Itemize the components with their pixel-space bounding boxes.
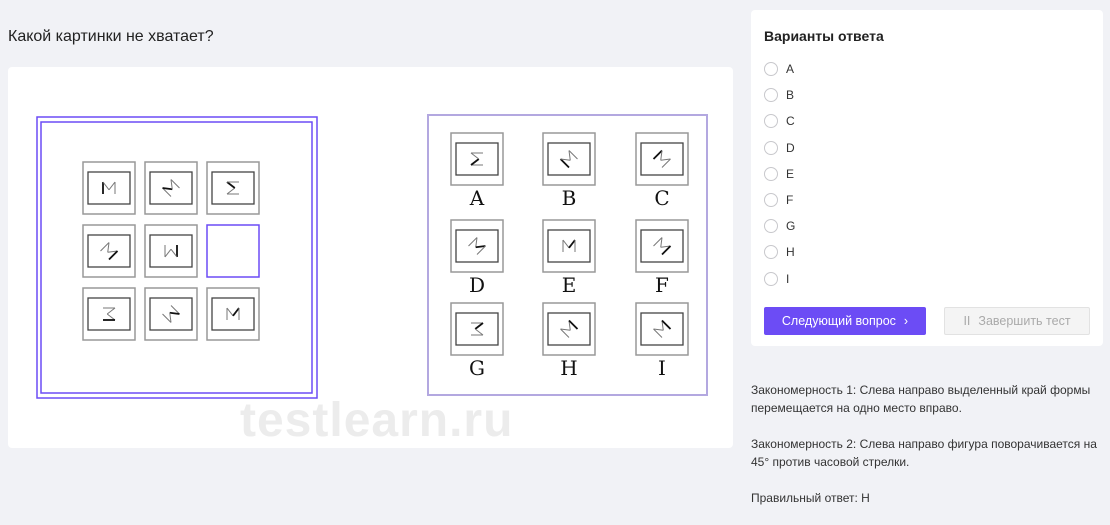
zigzag-shape [226, 181, 239, 195]
pause-icon: II [963, 314, 971, 328]
puzzle-cell [82, 161, 136, 215]
answer-option-i[interactable]: I [764, 266, 1090, 292]
answer-cell [450, 302, 504, 356]
puzzle-figure: A B C D E F G H I [36, 114, 708, 399]
zigzag-shape [226, 307, 240, 320]
answer-cell-label: I [658, 356, 666, 380]
correct-answer: Правильный ответ: H [751, 491, 870, 505]
puzzle-cell [206, 287, 260, 341]
answer-cell [635, 219, 689, 273]
option-label: H [786, 245, 795, 260]
zigzag-shape [653, 237, 672, 256]
answer-cell [542, 132, 596, 186]
answer-option-d[interactable]: D [764, 135, 1090, 161]
zigzag-shape [559, 150, 578, 169]
radio-icon[interactable] [764, 245, 778, 260]
answer-cell-label: C [654, 186, 669, 210]
zigzag-shape [652, 149, 671, 168]
puzzle-outer-frame [36, 116, 318, 399]
question-title: Какой картинки не хватает? [8, 28, 214, 45]
answer-cell-label: D [469, 273, 485, 297]
puzzle-inner-frame [40, 121, 313, 394]
answer-option-c[interactable]: C [764, 108, 1090, 134]
radio-icon[interactable] [764, 62, 778, 77]
radio-icon[interactable] [764, 193, 778, 208]
zigzag-shape [103, 307, 116, 321]
zigzag-shape [100, 242, 119, 261]
answer-option-f[interactable]: F [764, 187, 1090, 213]
answers-title: Варианты ответа [764, 28, 884, 44]
finish-label: Завершить тест [978, 314, 1071, 328]
option-label: G [786, 219, 796, 234]
puzzle-cell [82, 287, 136, 341]
zigzag-shape [164, 245, 178, 258]
option-label: F [786, 193, 794, 208]
radio-icon[interactable] [764, 114, 778, 129]
puzzle-cell [144, 224, 198, 278]
zigzag-shape [468, 237, 486, 255]
answer-option-g[interactable]: G [764, 213, 1090, 239]
next-question-button[interactable]: Следующий вопрос › [764, 307, 926, 335]
zigzag-shape [102, 181, 116, 194]
chevron-right-icon: › [903, 314, 909, 328]
answer-cell [635, 132, 689, 186]
puzzle-cell [144, 287, 198, 341]
answer-option-b[interactable]: B [764, 82, 1090, 108]
answer-cell [542, 302, 596, 356]
zigzag-shape [162, 179, 180, 197]
finish-test-button[interactable]: II Завершить тест [944, 307, 1090, 335]
answer-cell-label: A [469, 186, 485, 210]
zigzag-shape [471, 322, 484, 336]
rule-2: Закономерность 2: Слева направо фигура п… [751, 437, 1097, 469]
answer-cell-label: B [562, 186, 577, 210]
answer-cell [635, 302, 689, 356]
radio-icon[interactable] [764, 88, 778, 103]
answer-cell-label: H [560, 356, 577, 380]
next-label: Следующий вопрос [781, 314, 896, 328]
puzzle-cell [206, 161, 260, 215]
answer-cell [450, 219, 504, 273]
rule-1: Закономерность 1: Слева направо выделенн… [751, 383, 1091, 415]
zigzag-shape [562, 239, 576, 252]
radio-icon[interactable] [764, 140, 778, 155]
answer-option-a[interactable]: A [764, 56, 1090, 82]
zigzag-shape [653, 319, 672, 338]
answer-cell-label: E [562, 273, 577, 297]
option-label: B [786, 88, 795, 103]
option-label: E [786, 166, 795, 181]
answer-cell [450, 132, 504, 186]
question-image: A B C D E F G H I testlearn.ru [8, 67, 733, 448]
zigzag-shape [470, 152, 483, 166]
answer-option-h[interactable]: H [764, 239, 1090, 265]
answer-cell-label: G [469, 356, 485, 380]
option-label: I [786, 271, 790, 286]
radio-icon[interactable] [764, 271, 778, 286]
watermark: testlearn.ru [240, 394, 514, 447]
radio-icon[interactable] [764, 219, 778, 234]
zigzag-shape [560, 319, 579, 338]
option-label: D [786, 140, 795, 155]
answer-cell [542, 219, 596, 273]
option-label: C [786, 114, 795, 129]
answer-cell-label: F [655, 273, 669, 297]
puzzle-cell [144, 161, 198, 215]
answer-option-e[interactable]: E [764, 161, 1090, 187]
radio-icon[interactable] [764, 166, 778, 181]
puzzle-cell [82, 224, 136, 278]
missing-cell [206, 224, 260, 278]
explanation: Закономерность 1: Слева направо выделенн… [751, 381, 1103, 525]
zigzag-shape [162, 305, 180, 323]
option-label: A [786, 62, 795, 77]
answers-frame [427, 114, 708, 396]
